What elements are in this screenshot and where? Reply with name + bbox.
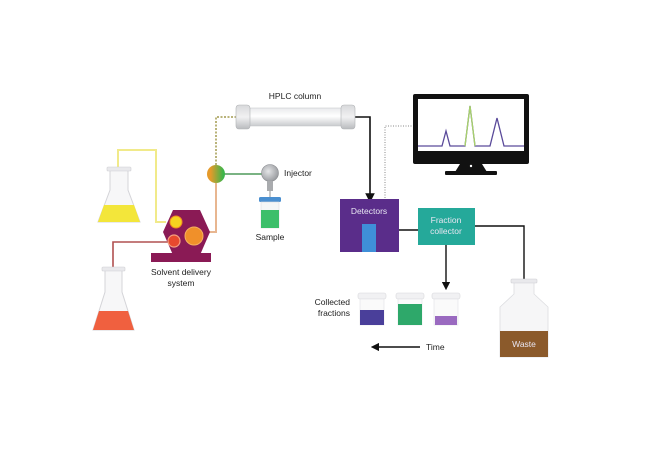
solvent-delivery-pump	[151, 210, 211, 262]
mixer	[207, 165, 225, 183]
detectors-label: Detectors	[351, 206, 387, 216]
fraction-vial-3	[431, 292, 461, 326]
solvent-delivery-label: Solvent delivery	[151, 267, 212, 277]
solvent-flask-b	[92, 266, 135, 331]
waste-label: Waste	[512, 339, 536, 349]
solvent-a-line	[117, 149, 166, 223]
pump-to-mixer-line	[206, 183, 217, 233]
mixer-to-column-line	[215, 116, 238, 165]
fraction-vial-1	[357, 292, 387, 326]
time-label: Time	[426, 342, 445, 352]
fraction-vial-2	[395, 292, 425, 326]
fraction-collector-box	[418, 208, 475, 245]
pump-head-red	[167, 234, 181, 248]
computer-monitor	[413, 94, 529, 175]
column-to-detector-line	[352, 116, 375, 203]
pump-head-yellow	[169, 215, 183, 229]
solvent-flask-a	[97, 166, 141, 223]
sample-vial	[259, 197, 281, 229]
collected-fractions-label-2: fractions	[318, 308, 350, 318]
fraction-collector-label: Fraction	[431, 215, 462, 225]
hplc-column-label: HPLC column	[269, 91, 322, 101]
injector	[261, 164, 279, 210]
pump-head-orange	[184, 226, 204, 246]
waste-bottle	[499, 278, 549, 358]
detector-window	[362, 224, 376, 252]
injector-label: Injector	[284, 168, 312, 178]
hplc-column	[235, 104, 356, 130]
detector-to-monitor-line	[384, 125, 413, 198]
sample-label: Sample	[256, 232, 285, 242]
fraction-collector-label-2: collector	[430, 226, 462, 236]
collected-fractions-label: Collected	[315, 297, 351, 307]
solvent-delivery-label-2: system	[168, 278, 195, 288]
detectors-box	[340, 199, 399, 252]
chromatogram-peak-green	[464, 105, 476, 147]
